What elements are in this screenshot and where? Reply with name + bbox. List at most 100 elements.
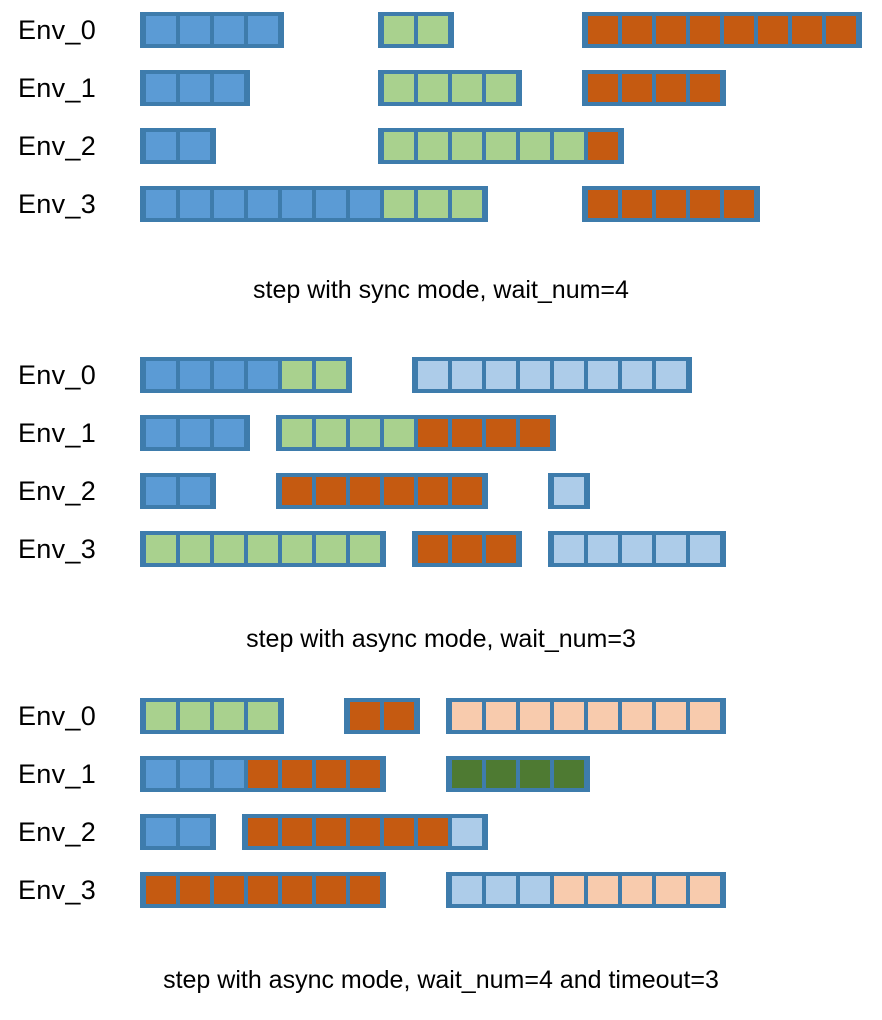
task-cell-blue[interactable] bbox=[212, 419, 246, 447]
task-cell-blue[interactable] bbox=[280, 190, 314, 218]
task-cell-blue[interactable] bbox=[212, 74, 246, 102]
task-cell-orange[interactable] bbox=[348, 818, 382, 846]
task-cell-light_blue[interactable] bbox=[518, 361, 552, 389]
task-cell-blue[interactable] bbox=[144, 818, 178, 846]
task-group[interactable] bbox=[412, 531, 522, 567]
task-group[interactable] bbox=[140, 872, 386, 908]
task-cell-peach[interactable] bbox=[688, 876, 722, 904]
task-cell-orange[interactable] bbox=[382, 702, 416, 730]
task-cell-light_blue[interactable] bbox=[620, 361, 654, 389]
task-cell-blue[interactable] bbox=[314, 190, 348, 218]
task-cell-blue[interactable] bbox=[348, 190, 382, 218]
task-cell-peach[interactable] bbox=[484, 702, 518, 730]
task-cell-peach[interactable] bbox=[552, 876, 586, 904]
task-cell-green[interactable] bbox=[280, 535, 314, 563]
task-cell-orange[interactable] bbox=[450, 419, 484, 447]
task-cell-green[interactable] bbox=[484, 132, 518, 160]
task-group[interactable] bbox=[344, 698, 420, 734]
task-cell-orange[interactable] bbox=[246, 760, 280, 788]
task-group[interactable] bbox=[140, 415, 250, 451]
task-group[interactable] bbox=[140, 698, 284, 734]
task-group[interactable] bbox=[276, 473, 488, 509]
task-cell-green[interactable] bbox=[178, 535, 212, 563]
task-cell-light_blue[interactable] bbox=[620, 535, 654, 563]
task-cell-green[interactable] bbox=[280, 361, 314, 389]
task-group[interactable] bbox=[582, 12, 862, 48]
task-cell-orange[interactable] bbox=[620, 190, 654, 218]
task-cell-dark_green[interactable] bbox=[484, 760, 518, 788]
task-cell-orange[interactable] bbox=[416, 818, 450, 846]
task-cell-green[interactable] bbox=[450, 132, 484, 160]
task-cell-orange[interactable] bbox=[314, 760, 348, 788]
task-cell-orange[interactable] bbox=[382, 477, 416, 505]
task-cell-orange[interactable] bbox=[314, 818, 348, 846]
task-cell-orange[interactable] bbox=[178, 876, 212, 904]
task-cell-orange[interactable] bbox=[246, 818, 280, 846]
task-cell-blue[interactable] bbox=[178, 419, 212, 447]
task-cell-orange[interactable] bbox=[280, 876, 314, 904]
task-group[interactable] bbox=[378, 12, 454, 48]
task-cell-orange[interactable] bbox=[348, 702, 382, 730]
task-cell-blue[interactable] bbox=[246, 190, 280, 218]
task-cell-green[interactable] bbox=[450, 190, 484, 218]
task-cell-orange[interactable] bbox=[654, 16, 688, 44]
task-cell-blue[interactable] bbox=[144, 361, 178, 389]
task-cell-orange[interactable] bbox=[416, 535, 450, 563]
task-cell-green[interactable] bbox=[518, 132, 552, 160]
task-cell-dark_green[interactable] bbox=[450, 760, 484, 788]
task-group[interactable] bbox=[140, 186, 488, 222]
task-group[interactable] bbox=[140, 357, 352, 393]
task-cell-orange[interactable] bbox=[416, 477, 450, 505]
task-cell-green[interactable] bbox=[552, 132, 586, 160]
task-cell-light_blue[interactable] bbox=[450, 818, 484, 846]
task-group[interactable] bbox=[378, 128, 624, 164]
task-cell-orange[interactable] bbox=[314, 876, 348, 904]
task-cell-orange[interactable] bbox=[144, 876, 178, 904]
task-cell-green[interactable] bbox=[314, 361, 348, 389]
task-cell-blue[interactable] bbox=[178, 477, 212, 505]
task-cell-light_blue[interactable] bbox=[552, 361, 586, 389]
task-group[interactable] bbox=[446, 756, 590, 792]
task-cell-blue[interactable] bbox=[246, 361, 280, 389]
task-group[interactable] bbox=[140, 128, 216, 164]
task-cell-orange[interactable] bbox=[348, 477, 382, 505]
task-group[interactable] bbox=[548, 473, 590, 509]
task-cell-orange[interactable] bbox=[314, 477, 348, 505]
task-group[interactable] bbox=[140, 70, 250, 106]
task-cell-peach[interactable] bbox=[620, 702, 654, 730]
task-cell-peach[interactable] bbox=[654, 702, 688, 730]
task-cell-green[interactable] bbox=[382, 190, 416, 218]
task-cell-light_blue[interactable] bbox=[416, 361, 450, 389]
task-cell-orange[interactable] bbox=[212, 876, 246, 904]
task-cell-green[interactable] bbox=[246, 535, 280, 563]
task-cell-blue[interactable] bbox=[178, 361, 212, 389]
task-cell-orange[interactable] bbox=[280, 760, 314, 788]
task-cell-orange[interactable] bbox=[484, 535, 518, 563]
task-cell-blue[interactable] bbox=[212, 190, 246, 218]
task-cell-green[interactable] bbox=[144, 535, 178, 563]
task-cell-orange[interactable] bbox=[722, 190, 756, 218]
task-cell-light_blue[interactable] bbox=[450, 361, 484, 389]
task-cell-orange[interactable] bbox=[450, 535, 484, 563]
task-cell-green[interactable] bbox=[382, 132, 416, 160]
task-cell-orange[interactable] bbox=[280, 818, 314, 846]
task-cell-dark_green[interactable] bbox=[518, 760, 552, 788]
task-cell-orange[interactable] bbox=[348, 876, 382, 904]
task-group[interactable] bbox=[548, 531, 726, 567]
task-cell-green[interactable] bbox=[314, 535, 348, 563]
task-group[interactable] bbox=[140, 814, 216, 850]
task-cell-orange[interactable] bbox=[484, 419, 518, 447]
task-cell-green[interactable] bbox=[416, 74, 450, 102]
task-cell-green[interactable] bbox=[416, 132, 450, 160]
task-group[interactable] bbox=[140, 756, 386, 792]
task-cell-green[interactable] bbox=[212, 702, 246, 730]
task-cell-orange[interactable] bbox=[586, 16, 620, 44]
task-cell-blue[interactable] bbox=[212, 760, 246, 788]
task-group[interactable] bbox=[378, 70, 522, 106]
task-cell-blue[interactable] bbox=[144, 190, 178, 218]
task-cell-green[interactable] bbox=[382, 419, 416, 447]
task-group[interactable] bbox=[140, 531, 386, 567]
task-cell-orange[interactable] bbox=[790, 16, 824, 44]
task-cell-green[interactable] bbox=[314, 419, 348, 447]
task-cell-blue[interactable] bbox=[144, 419, 178, 447]
